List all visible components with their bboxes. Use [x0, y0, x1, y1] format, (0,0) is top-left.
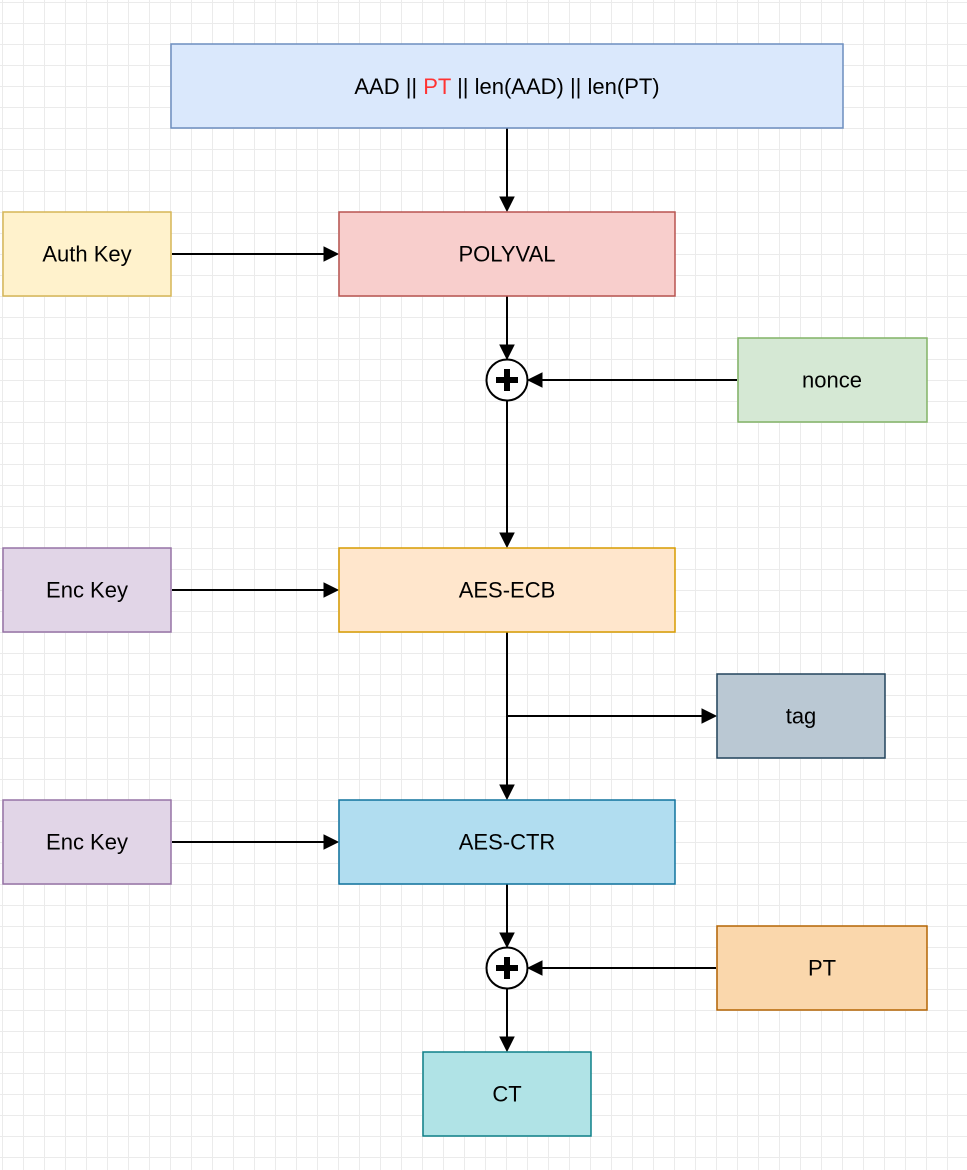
arrowhead	[323, 246, 340, 262]
arrowhead	[499, 344, 515, 361]
nonce-box	[737, 337, 928, 423]
input-label-pt: PT	[423, 74, 451, 99]
aes-ecb-box	[338, 547, 676, 633]
xor-icon	[485, 946, 529, 990]
aes-ctr-box	[338, 799, 676, 885]
arrowhead	[323, 582, 340, 598]
tag-label: tag	[786, 704, 817, 729]
nonce-label: nonce	[802, 368, 862, 393]
arrowhead	[499, 784, 515, 801]
tag-node: tag	[716, 673, 886, 759]
arrowhead	[323, 834, 340, 850]
arrowhead	[499, 1036, 515, 1053]
auth-key-label: Auth Key	[42, 242, 131, 267]
polyval-label: POLYVAL	[458, 242, 555, 267]
polyval-box	[338, 211, 676, 297]
edges	[172, 128, 737, 1053]
enc-key-box-2	[2, 799, 172, 885]
arrowhead	[526, 960, 543, 976]
input-node: AAD || PT || len(AAD) || len(PT)	[170, 43, 844, 129]
input-label: AAD || PT || len(AAD) || len(PT)	[354, 74, 659, 99]
aes-ctr-node: AES-CTR	[338, 799, 676, 885]
input-label-part3: || len(AAD) || len(PT)	[451, 74, 660, 99]
arrowhead	[499, 196, 515, 213]
pt-box	[716, 925, 928, 1011]
xor-icon	[485, 358, 529, 402]
arrowhead	[499, 932, 515, 949]
tag-box	[716, 673, 886, 759]
nonce-node: nonce	[737, 337, 928, 423]
enc-key-node-2: Enc Key	[2, 799, 172, 885]
enc-key-node-1: Enc Key	[2, 547, 172, 633]
enc-key-box-1	[2, 547, 172, 633]
ct-label: CT	[492, 1082, 521, 1107]
arrowhead	[499, 532, 515, 549]
arrowhead	[701, 708, 718, 724]
aes-ctr-label: AES-CTR	[459, 830, 556, 855]
polyval-node: POLYVAL	[338, 211, 676, 297]
input-box	[170, 43, 844, 129]
auth-key-node: Auth Key	[2, 211, 172, 297]
input-label-part1: AAD ||	[354, 74, 423, 99]
enc-key-label-2: Enc Key	[46, 830, 128, 855]
enc-key-label-1: Enc Key	[46, 578, 128, 603]
ct-box	[422, 1051, 592, 1137]
ct-node: CT	[422, 1051, 592, 1137]
pt-label: PT	[808, 956, 836, 981]
aes-ecb-label: AES-ECB	[459, 578, 556, 603]
aes-ecb-node: AES-ECB	[338, 547, 676, 633]
pt-node: PT	[716, 925, 928, 1011]
auth-key-box	[2, 211, 172, 297]
arrowhead	[526, 372, 543, 388]
